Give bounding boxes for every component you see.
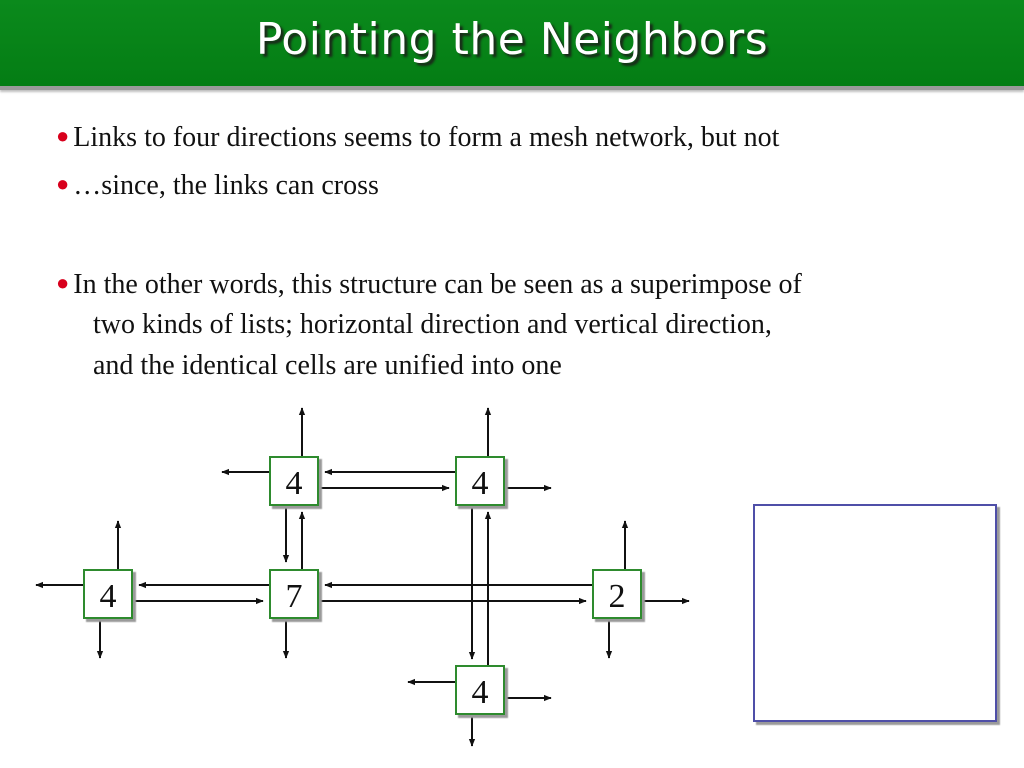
cell-value: 4 (472, 465, 489, 502)
cell-value: 4 (286, 465, 303, 502)
cell-box-mid-center (269, 569, 319, 619)
bullet-3: ●In the other words, this structure can … (56, 265, 802, 306)
cell-box-bottom (455, 665, 505, 715)
bullet-3-line-2: two kinds of lists; horizontal direction… (93, 309, 772, 340)
bullet-dot-icon: ● (56, 171, 70, 196)
bullet-dot-icon: ● (56, 270, 70, 295)
cell-box-top-left (269, 456, 319, 506)
slide-title: Pointing the Neighbors (255, 14, 769, 65)
cell-box-mid-right (592, 569, 642, 619)
cell-value: 4 (472, 674, 489, 711)
bullet-2: ●…since, the links can cross (56, 166, 379, 207)
bullet-2-text: …since, the links can cross (73, 170, 379, 201)
cell-value: 2 (609, 578, 626, 615)
cell-value: 4 (100, 578, 117, 615)
title-bar: Pointing the Neighbors (0, 0, 1024, 90)
bullet-3-line-3: and the identical cells are unified into… (93, 350, 562, 381)
linked-cells-diagram: 4 4 4 7 2 4 (35, 407, 997, 747)
side-box (753, 504, 997, 722)
bullet-3-line-1: In the other words, this structure can b… (73, 269, 802, 300)
cell-box-top-right (455, 456, 505, 506)
bullet-dot-icon: ● (56, 123, 70, 148)
cell-box-mid-left (83, 569, 133, 619)
bullet-1: ●Links to four directions seems to form … (56, 118, 779, 159)
cell-value: 7 (286, 578, 303, 615)
bullet-1-text: Links to four directions seems to form a… (73, 122, 780, 153)
